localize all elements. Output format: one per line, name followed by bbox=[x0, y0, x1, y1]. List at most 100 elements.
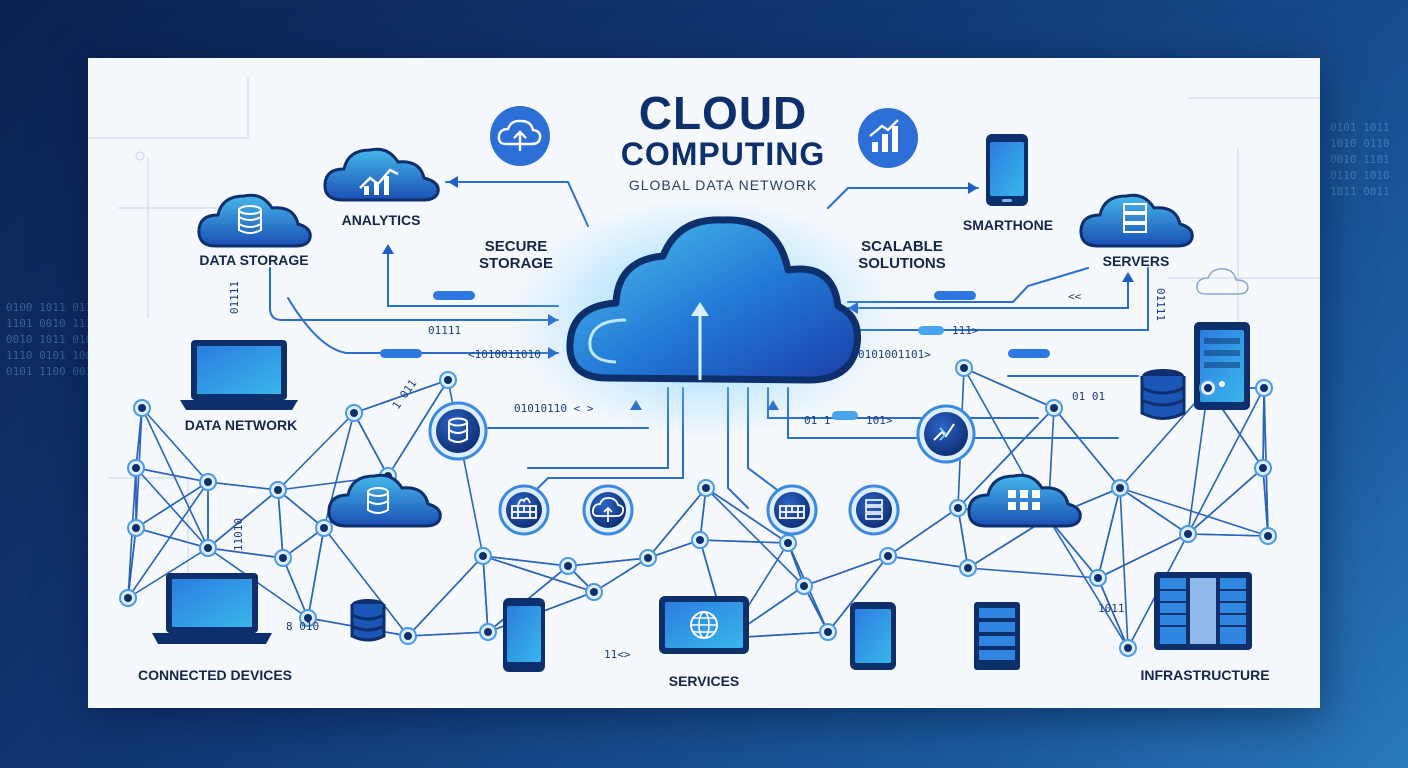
mesh-link bbox=[1119, 487, 1269, 537]
mesh-node bbox=[199, 473, 217, 491]
mesh-link bbox=[1187, 533, 1269, 537]
firewall-hub-icon bbox=[766, 484, 818, 536]
mesh-link bbox=[387, 379, 449, 477]
mesh-node bbox=[274, 549, 292, 567]
code-snippet: 01010110 < > bbox=[514, 402, 594, 415]
mesh-link bbox=[135, 467, 209, 483]
infrastructure-servers-icon bbox=[1154, 572, 1252, 650]
mesh-link bbox=[353, 379, 449, 414]
mesh-node bbox=[697, 479, 715, 497]
mesh-link bbox=[1047, 517, 1129, 649]
label-smartphone: SMARTHONE bbox=[962, 217, 1054, 233]
laptop-icon bbox=[180, 340, 298, 410]
mesh-node bbox=[1254, 459, 1272, 477]
code-snippet: << bbox=[1068, 290, 1082, 303]
mesh-link bbox=[567, 557, 649, 567]
mesh-node bbox=[1199, 379, 1217, 397]
mesh-link bbox=[1119, 487, 1189, 535]
server-cloud-icon bbox=[967, 473, 1082, 528]
mesh-link bbox=[277, 489, 284, 559]
mesh-node bbox=[1111, 479, 1129, 497]
server-tower-icon bbox=[1194, 322, 1250, 410]
mesh-node bbox=[1089, 569, 1107, 587]
mesh-node bbox=[474, 547, 492, 565]
mesh-node bbox=[479, 623, 497, 641]
mesh-link bbox=[803, 555, 889, 587]
mesh-node bbox=[819, 623, 837, 641]
label-solutions: SOLUTIONS bbox=[858, 255, 946, 272]
mesh-node bbox=[345, 404, 363, 422]
mesh-node bbox=[1179, 525, 1197, 543]
mesh-node bbox=[127, 459, 145, 477]
mesh-node bbox=[879, 547, 897, 565]
cloud-upload-hub-icon bbox=[582, 484, 634, 536]
mesh-link bbox=[1053, 407, 1121, 489]
title-cloud: CLOUD bbox=[638, 87, 808, 139]
label-storage: STORAGE bbox=[479, 255, 553, 272]
database-icon bbox=[1140, 369, 1186, 420]
mesh-link bbox=[967, 567, 1099, 579]
smartphone-bottom-icon bbox=[503, 598, 545, 672]
code-snippet: 11<> bbox=[604, 648, 631, 661]
mesh-node bbox=[269, 481, 287, 499]
code-snippet: 01111 bbox=[428, 324, 462, 337]
code-snippet: 01 01 bbox=[1072, 390, 1106, 403]
code-snippet: 01111 bbox=[228, 280, 242, 315]
background-binary-left: 0100 1011 0110 1101 0010 1110 0010 1011 … bbox=[6, 301, 99, 378]
mesh-link bbox=[207, 481, 279, 491]
mesh-link bbox=[1097, 533, 1189, 579]
mesh-link bbox=[887, 507, 959, 557]
database-bottom-icon bbox=[350, 599, 386, 642]
mesh-link bbox=[135, 481, 209, 529]
mesh-link bbox=[307, 527, 325, 619]
mesh-node bbox=[1259, 527, 1277, 545]
mesh-link bbox=[482, 555, 489, 633]
mesh-link bbox=[323, 527, 409, 637]
mesh-link bbox=[277, 412, 355, 491]
mesh-link bbox=[647, 539, 701, 559]
background-binary-right: 0101 1011 1010 0110 0010 1101 0110 1010 … bbox=[1330, 121, 1390, 198]
mesh-link bbox=[1119, 387, 1209, 489]
mesh-node bbox=[559, 557, 577, 575]
tablet-globe-icon bbox=[659, 596, 749, 654]
firewall-icon bbox=[498, 484, 550, 536]
mesh-link bbox=[207, 547, 284, 559]
smartphone-icon bbox=[986, 134, 1028, 206]
label-connected-devices: CONNECTED DEVICES bbox=[137, 667, 293, 683]
code-snippet: 1011 bbox=[1098, 602, 1125, 615]
mesh-node bbox=[1045, 399, 1063, 417]
mesh-node bbox=[315, 519, 333, 537]
mesh-link bbox=[482, 555, 569, 567]
mesh-node bbox=[779, 534, 797, 552]
label-data-network: DATA NETWORK bbox=[184, 417, 298, 433]
mesh-node bbox=[955, 359, 973, 377]
label-secure: SECURE bbox=[484, 238, 548, 255]
mesh-link bbox=[963, 367, 1055, 409]
mesh-link bbox=[277, 489, 325, 529]
subtitle: GLOBAL DATA NETWORK bbox=[628, 177, 818, 193]
mesh-node bbox=[959, 559, 977, 577]
mesh-link bbox=[1187, 467, 1264, 535]
mesh-link bbox=[827, 555, 889, 633]
mesh-link bbox=[705, 487, 789, 544]
mesh-link bbox=[1187, 387, 1209, 535]
mesh-link bbox=[353, 412, 389, 477]
mesh-node bbox=[119, 589, 137, 607]
server-rack-icon bbox=[974, 602, 1020, 670]
mesh-link bbox=[141, 407, 209, 549]
mesh-link bbox=[705, 487, 805, 587]
code-snippet: 8 010 bbox=[286, 620, 320, 633]
mesh-node bbox=[299, 609, 317, 627]
laptop-bottom-icon bbox=[152, 573, 272, 644]
mesh-node bbox=[691, 531, 709, 549]
code-snippet: 0101001101> bbox=[858, 348, 931, 361]
mesh-node bbox=[127, 519, 145, 537]
data-storage-cloud-icon bbox=[197, 193, 312, 248]
network-diagram bbox=[88, 78, 1320, 672]
code-snippet: 101> bbox=[866, 414, 893, 427]
mesh-link bbox=[135, 467, 209, 549]
mesh-link bbox=[957, 407, 1055, 509]
mesh-link bbox=[141, 407, 209, 483]
label-services: SERVICES bbox=[668, 673, 740, 689]
mesh-link bbox=[127, 547, 209, 599]
